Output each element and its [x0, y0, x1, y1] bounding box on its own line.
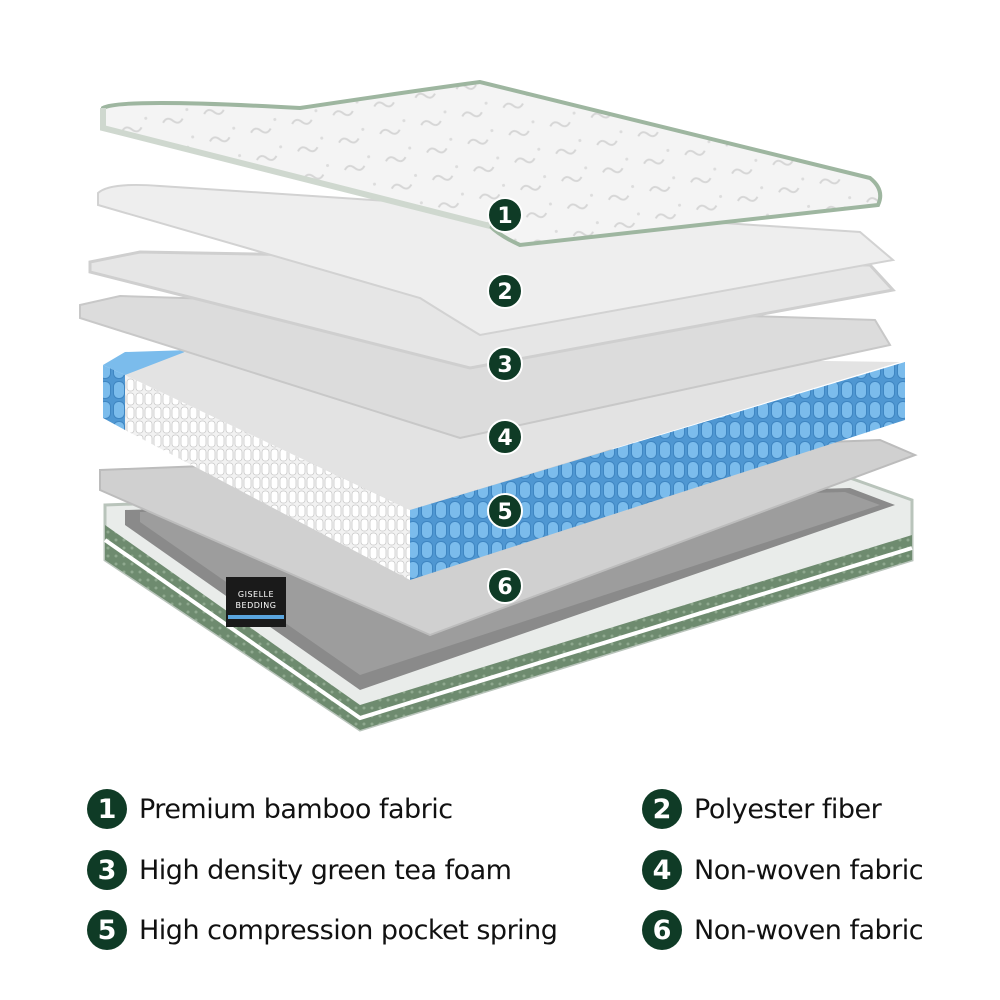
legend-label-4: Non-woven fabric	[694, 854, 924, 886]
legend-item-2: 2 Polyester fiber	[642, 786, 882, 832]
badge-4: 4	[487, 419, 523, 455]
badge-3: 3	[487, 346, 523, 382]
legend-item-6: 6 Non-woven fabric	[642, 907, 924, 953]
legend-label-2: Polyester fiber	[694, 793, 882, 825]
layer-legend: 1 Premium bamboo fabric 2 Polyester fibe…	[0, 780, 1000, 980]
badge-6: 6	[487, 568, 523, 604]
legend-label-1: Premium bamboo fabric	[139, 793, 453, 825]
legend-badge-3: 3	[87, 850, 127, 890]
svg-text:1: 1	[497, 204, 512, 229]
legend-item-4: 4 Non-woven fabric	[642, 847, 924, 893]
legend-item-3: 3 High density green tea foam	[87, 847, 512, 893]
layer-1-bamboo-fabric	[100, 79, 883, 248]
legend-label-6: Non-woven fabric	[694, 914, 924, 946]
badge-2: 2	[487, 273, 523, 309]
svg-text:2: 2	[497, 280, 512, 305]
mattress-layers-illustration: GISELLE BEDDING 1 2 3 4 5	[79, 79, 918, 732]
badge-1: 1	[487, 197, 523, 233]
legend-item-1: 1 Premium bamboo fabric	[87, 786, 453, 832]
legend-label-5: High compression pocket spring	[139, 914, 558, 946]
badge-5: 5	[487, 493, 523, 529]
legend-badge-1: 1	[87, 789, 127, 829]
legend-badge-2: 2	[642, 789, 682, 829]
legend-item-5: 5 High compression pocket spring	[87, 907, 558, 953]
brand-label: GISELLE BEDDING	[226, 577, 286, 627]
svg-text:4: 4	[497, 426, 512, 451]
legend-label-3: High density green tea foam	[139, 854, 512, 886]
svg-text:6: 6	[497, 575, 512, 600]
legend-badge-5: 5	[87, 910, 127, 950]
svg-text:5: 5	[497, 500, 512, 525]
svg-text:3: 3	[497, 353, 512, 378]
layer-4-nonwoven	[79, 294, 892, 440]
legend-badge-4: 4	[642, 850, 682, 890]
legend-badge-6: 6	[642, 910, 682, 950]
brand-label-line2: BEDDING	[236, 601, 277, 610]
brand-label-line1: GISELLE	[238, 590, 274, 599]
